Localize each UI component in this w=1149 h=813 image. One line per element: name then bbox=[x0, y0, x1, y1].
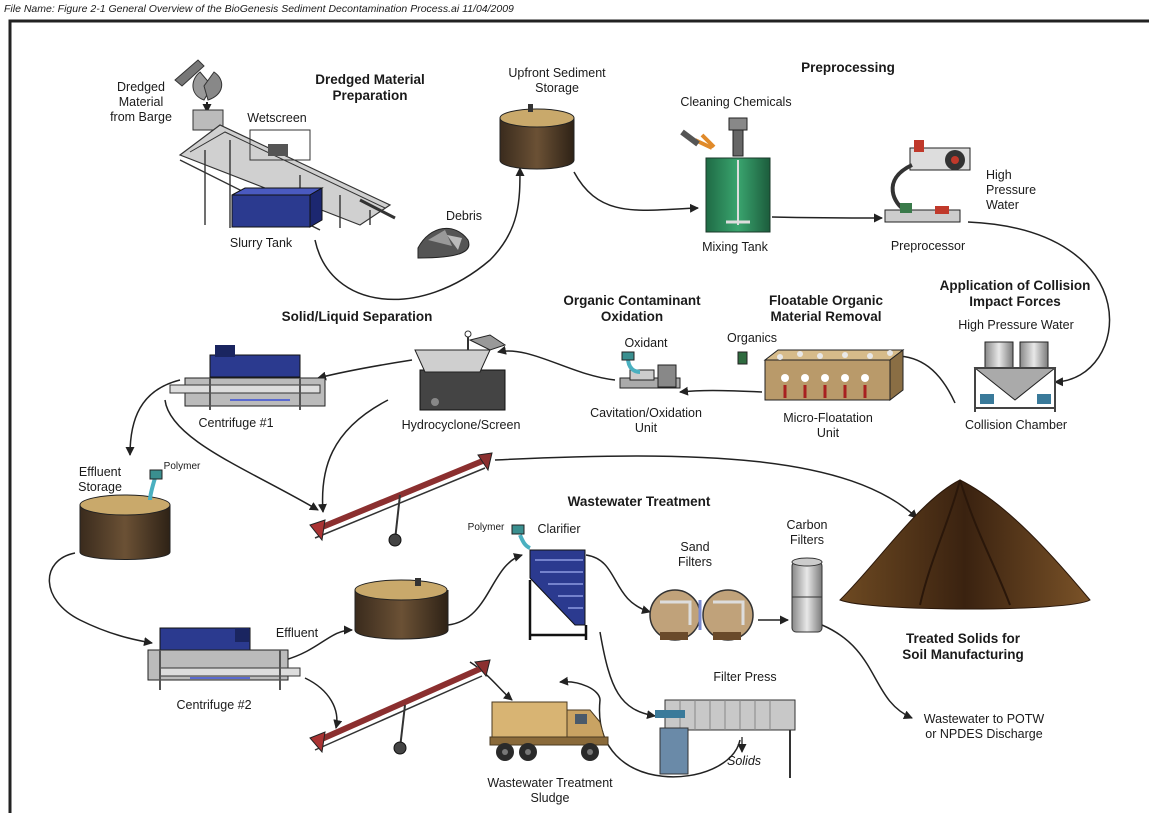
label-organics: Organics bbox=[726, 331, 778, 345]
label-clarifier: Clarifier bbox=[537, 522, 581, 536]
micro-floatation-icon bbox=[737, 348, 905, 402]
label-preprocessor: Preprocessor bbox=[890, 239, 966, 253]
label-polymer-1: Polymer bbox=[163, 461, 201, 472]
cavitation-unit-icon bbox=[619, 351, 681, 389]
conveyor-1-icon bbox=[309, 452, 493, 547]
label-collision-chamber: Collision Chamber bbox=[964, 418, 1068, 432]
label-polymer-2: Polymer bbox=[467, 522, 505, 533]
conveyor-2-icon bbox=[309, 659, 491, 755]
flow-arrows bbox=[48, 167, 1111, 778]
header-solid-liquid: Solid/Liquid Separation bbox=[281, 309, 433, 324]
label-high-pressure-water-2: High Pressure Water bbox=[958, 318, 1074, 332]
centrifuge-1-icon bbox=[169, 345, 326, 410]
debris-pile-icon bbox=[417, 227, 470, 259]
header-preprocessing: Preprocessing bbox=[801, 60, 895, 75]
effluent-storage-tank-icon bbox=[79, 469, 171, 560]
hydrocyclone-icon bbox=[414, 330, 507, 411]
label-solids: Solids bbox=[726, 754, 762, 768]
sand-filters-icon bbox=[649, 589, 754, 641]
label-filter-press: Filter Press bbox=[713, 670, 777, 684]
label-oxidant: Oxidant bbox=[624, 336, 668, 350]
frame-border bbox=[8, 19, 1149, 813]
carbon-filters-icon bbox=[791, 557, 823, 633]
collision-chamber-icon bbox=[973, 341, 1057, 412]
effluent-tank-icon bbox=[354, 578, 449, 640]
label-centrifuge-1: Centrifuge #1 bbox=[198, 416, 274, 430]
organics-bucket-icon bbox=[737, 351, 748, 365]
centrifuge-2-icon bbox=[147, 627, 301, 690]
label-centrifuge-2: Centrifuge #2 bbox=[176, 698, 252, 712]
clamshell-bucket-icon bbox=[174, 59, 223, 113]
label-hydrocyclone: Hydrocyclone/Screen bbox=[401, 418, 521, 432]
clarifier-icon bbox=[511, 524, 588, 640]
file-name: File Name: Figure 2-1 General Overview o… bbox=[4, 3, 514, 15]
label-debris: Debris bbox=[445, 209, 483, 223]
treated-solids-pile-icon bbox=[839, 479, 1091, 610]
header-wastewater: Wastewater Treatment bbox=[567, 494, 711, 509]
preprocessor-icon bbox=[884, 140, 971, 223]
label-slurry-tank: Slurry Tank bbox=[229, 236, 293, 250]
mixing-tank-icon bbox=[680, 117, 771, 233]
label-cleaning-chemicals: Cleaning Chemicals bbox=[680, 95, 792, 109]
label-wetscreen: Wetscreen bbox=[247, 111, 307, 125]
filter-press-icon bbox=[655, 699, 796, 778]
label-effluent: Effluent bbox=[275, 626, 319, 640]
slurry-tank-icon bbox=[231, 187, 324, 228]
upfront-storage-tank-icon bbox=[499, 104, 575, 170]
label-mixing-tank: Mixing Tank bbox=[702, 240, 768, 254]
sludge-truck-icon bbox=[489, 701, 609, 761]
